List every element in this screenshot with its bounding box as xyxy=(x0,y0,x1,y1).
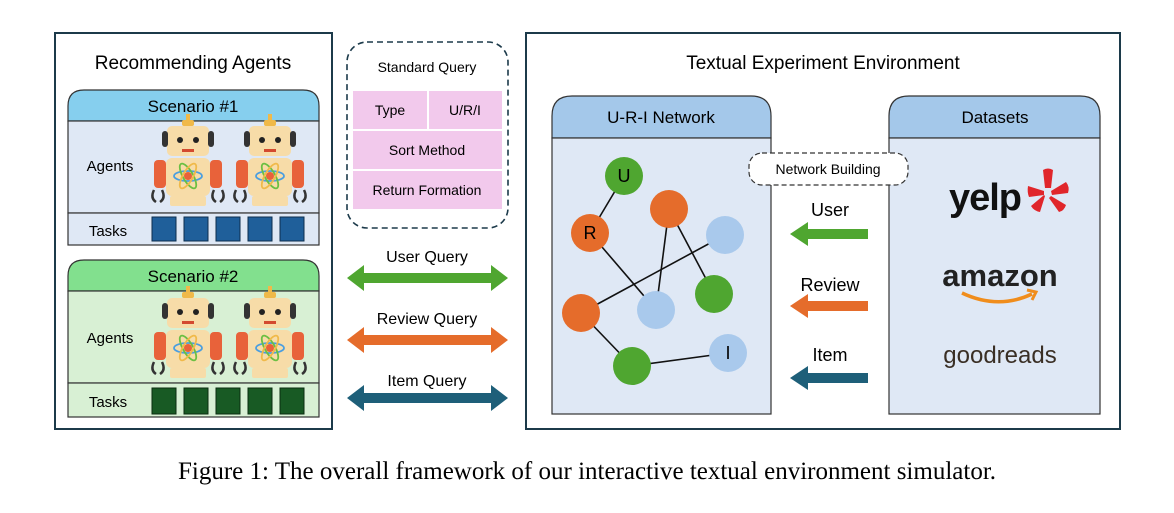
network-node-review xyxy=(650,190,688,228)
user-query-label: User Query xyxy=(386,249,468,266)
scenario-2-title: Scenario #2 xyxy=(148,267,239,286)
query-cell-return-label: Return Formation xyxy=(373,182,482,198)
review-query-arrow: Review Query xyxy=(347,311,508,353)
network-node-user xyxy=(695,275,733,313)
query-cell-uri xyxy=(429,91,502,129)
goodreads-logo: goodreads xyxy=(943,342,1056,369)
scenario-1-task-blocks xyxy=(151,216,305,242)
network-building-tag: Network Building xyxy=(748,152,909,186)
svg-text:amazon: amazon xyxy=(942,258,1057,293)
item-arrow-label: Item xyxy=(812,345,847,365)
network-building-label: Network Building xyxy=(775,161,880,177)
scenario-2-agents-label: Agents xyxy=(87,330,134,347)
experiment-environment-panel: Textual Experiment Environment U-R-I Net… xyxy=(525,32,1121,430)
task-block xyxy=(247,387,273,415)
network-node-item xyxy=(706,216,744,254)
node-i-label: I xyxy=(725,343,730,363)
environment-panel-title: Textual Experiment Environment xyxy=(686,53,960,74)
svg-text:goodreads: goodreads xyxy=(943,342,1056,369)
datasets-panel: Datasets yelp amazon goodreads xyxy=(888,95,1101,415)
scenario-1-title: Scenario #1 xyxy=(148,97,239,116)
task-block xyxy=(151,387,177,415)
yelp-burst-icon xyxy=(1027,168,1069,212)
query-cell-uri-label: U/R/I xyxy=(449,102,481,118)
review-query-label: Review Query xyxy=(377,311,477,328)
standard-query-title: Standard Query xyxy=(378,59,477,75)
network-node-item xyxy=(637,291,675,329)
item-data-arrow: Item xyxy=(790,345,868,390)
item-query-arrow: Item Query xyxy=(347,373,508,411)
node-u-label: U xyxy=(618,166,631,186)
review-arrow-label: Review xyxy=(800,275,860,295)
task-block xyxy=(247,216,273,242)
task-block xyxy=(151,216,177,242)
task-block xyxy=(183,387,209,415)
scenario-2: Scenario #2 Agents Tasks xyxy=(67,259,320,418)
scenario-1-tasks-label: Tasks xyxy=(89,223,127,240)
network-node-review xyxy=(571,214,609,252)
scenario-1-header xyxy=(67,89,320,122)
user-arrow-label: User xyxy=(811,200,849,220)
scenario-2-task-blocks xyxy=(151,387,305,415)
scenario-2-tasks-label: Tasks xyxy=(89,394,127,411)
query-cell-sort-label: Sort Method xyxy=(389,142,465,158)
query-cell-return xyxy=(353,171,502,209)
query-cell-sort xyxy=(353,131,502,169)
network-node-review xyxy=(562,294,600,332)
figure-caption: Figure 1: The overall framework of our i… xyxy=(178,458,996,485)
scenario-1-agents-label: Agents xyxy=(87,158,134,175)
user-query-arrow: User Query xyxy=(347,249,508,291)
item-query-label: Item Query xyxy=(387,373,466,390)
amazon-smile-icon xyxy=(961,291,1033,304)
query-cell-type xyxy=(353,91,427,129)
user-data-arrow: User xyxy=(790,200,868,246)
task-block xyxy=(183,216,209,242)
task-block xyxy=(215,387,241,415)
uri-network-panel: U-R-I Network U R I xyxy=(551,95,772,415)
task-block xyxy=(279,216,305,242)
agents-panel-title: Recommending Agents xyxy=(95,53,291,74)
query-cell-type-label: Type xyxy=(375,102,406,118)
amazon-logo: amazon xyxy=(942,258,1058,304)
scenario-1: Scenario #1 Agents Tasks xyxy=(67,89,320,246)
network-node-user xyxy=(605,157,643,195)
network-node-user xyxy=(613,347,651,385)
yelp-logo: yelp xyxy=(949,168,1069,219)
node-r-label: R xyxy=(584,223,597,243)
svg-text:yelp: yelp xyxy=(949,177,1021,219)
uri-network-title: U-R-I Network xyxy=(607,108,715,127)
datasets-title: Datasets xyxy=(961,108,1028,127)
standard-query-box: Standard Query Type U/R/I Sort Method Re… xyxy=(346,41,509,229)
review-data-arrow: Review xyxy=(790,275,868,318)
recommending-agents-panel: Recommending Agents Scenario #1 Agents T… xyxy=(54,32,333,430)
scenario-2-header xyxy=(67,259,320,292)
network-node-item xyxy=(709,334,747,372)
task-block xyxy=(215,216,241,242)
task-block xyxy=(279,387,305,415)
